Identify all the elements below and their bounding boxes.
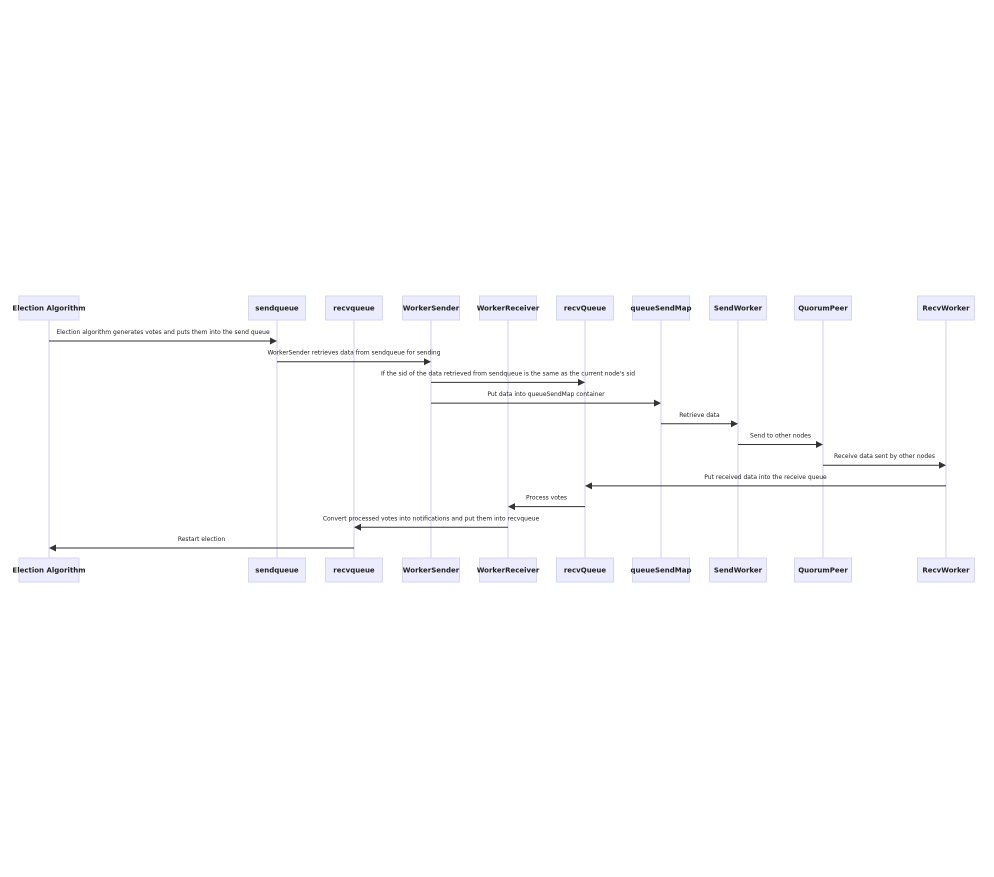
- participant-box: [479, 557, 537, 583]
- participant-sendqueue-top: sendqueue: [248, 295, 306, 321]
- participant-label: Election Algorithm: [12, 567, 85, 575]
- message-label: Retrieve data: [679, 412, 720, 419]
- message-3: If the sid of the data retrieved from se…: [381, 370, 635, 386]
- message-label: WorkerSender retrieves data from sendque…: [267, 350, 440, 357]
- participant-label: WorkerReceiver: [477, 305, 540, 313]
- participant-label: QuorumPeer: [798, 305, 848, 313]
- participant-label: recvQueue: [564, 567, 607, 575]
- participant-label: SendWorker: [714, 305, 763, 313]
- participant-box: [794, 557, 852, 583]
- message-11: Restart election: [49, 536, 354, 552]
- participant-workersender-top: WorkerSender: [402, 295, 460, 321]
- participant-sendworker-bottom: SendWorker: [709, 557, 767, 583]
- participant-quorumpeer-top: QuorumPeer: [794, 295, 852, 321]
- participant-box: [632, 295, 690, 321]
- participant-label: QuorumPeer: [798, 567, 848, 575]
- messages: Election algorithm generates votes and p…: [49, 329, 946, 552]
- participant-sendqueue-bottom: sendqueue: [248, 557, 306, 583]
- participant-box: [794, 295, 852, 321]
- message-9: Process votes: [508, 495, 585, 511]
- participant-workerreceiver-top: WorkerReceiver: [477, 295, 540, 321]
- participant-queuesendmap-top: queueSendMap: [631, 295, 692, 321]
- participant-box: [632, 557, 690, 583]
- participant-recvworker-top: RecvWorker: [917, 295, 975, 321]
- lifelines: [48, 320, 947, 558]
- participant-recvqueue-top: recvqueue: [325, 295, 383, 321]
- participant-recvqueue-bottom: recvQueue: [556, 557, 614, 583]
- message-label: Process votes: [526, 495, 567, 502]
- message-label: Put data into queueSendMap container: [487, 391, 605, 398]
- participant-box: [479, 295, 537, 321]
- message-10: Convert processed votes into notificatio…: [323, 515, 540, 531]
- participant-box: [556, 557, 614, 583]
- participant-box: [709, 295, 767, 321]
- participant-box: [556, 295, 614, 321]
- participant-label: WorkerReceiver: [477, 567, 540, 575]
- participant-label: RecvWorker: [922, 567, 970, 575]
- participant-label: recvqueue: [333, 305, 375, 313]
- participant-label: WorkerSender: [403, 305, 460, 313]
- participant-workersender-bottom: WorkerSender: [402, 557, 460, 583]
- participant-label: recvQueue: [564, 305, 607, 313]
- participant-recvqueue-top: recvQueue: [556, 295, 614, 321]
- participant-election-algorithm-bottom: Election Algorithm: [12, 557, 86, 583]
- participant-workerreceiver-bottom: WorkerReceiver: [477, 557, 540, 583]
- participant-box: [248, 295, 306, 321]
- participant-label: WorkerSender: [403, 567, 460, 575]
- participant-box: [402, 557, 460, 583]
- message-1: Election algorithm generates votes and p…: [49, 329, 277, 345]
- participant-box: [917, 557, 975, 583]
- participant-label: queueSendMap: [631, 305, 692, 313]
- participant-election-algorithm-top: Election Algorithm: [12, 295, 86, 321]
- participant-queuesendmap-bottom: queueSendMap: [631, 557, 692, 583]
- participant-label: sendqueue: [255, 305, 299, 313]
- message-6: Send to other nodes: [738, 433, 823, 448]
- message-label: Election algorithm generates votes and p…: [56, 329, 270, 336]
- message-label: Restart election: [178, 536, 226, 543]
- message-4: Put data into queueSendMap container: [431, 391, 661, 407]
- participant-sendworker-top: SendWorker: [709, 295, 767, 321]
- participant-label: Election Algorithm: [12, 305, 85, 313]
- message-8: Put received data into the receive queue: [585, 474, 946, 490]
- participant-box: [402, 295, 460, 321]
- participant-box: [18, 557, 80, 583]
- participant-label: SendWorker: [714, 567, 763, 575]
- participant-box: [325, 557, 383, 583]
- participant-box: [325, 295, 383, 321]
- participant-label: sendqueue: [255, 567, 299, 575]
- participant-recvqueue-bottom: recvqueue: [325, 557, 383, 583]
- participant-label: queueSendMap: [631, 567, 692, 575]
- message-label: Convert processed votes into notificatio…: [323, 515, 540, 522]
- participant-box: [18, 295, 80, 321]
- message-5: Retrieve data: [661, 412, 738, 428]
- message-label: Receive data sent by other nodes: [834, 453, 935, 460]
- message-label: Put received data into the receive queue: [704, 474, 827, 481]
- message-label: Send to other nodes: [750, 433, 811, 440]
- participant-box: [248, 557, 306, 583]
- participant-label: RecvWorker: [922, 305, 970, 313]
- participant-box: [709, 557, 767, 583]
- participant-box: [917, 295, 975, 321]
- participant-label: recvqueue: [333, 567, 375, 575]
- participant-quorumpeer-bottom: QuorumPeer: [794, 557, 852, 583]
- message-label: If the sid of the data retrieved from se…: [381, 370, 635, 377]
- participant-recvworker-bottom: RecvWorker: [917, 557, 975, 583]
- message-2: WorkerSender retrieves data from sendque…: [267, 350, 441, 366]
- message-7: Receive data sent by other nodes: [823, 453, 946, 469]
